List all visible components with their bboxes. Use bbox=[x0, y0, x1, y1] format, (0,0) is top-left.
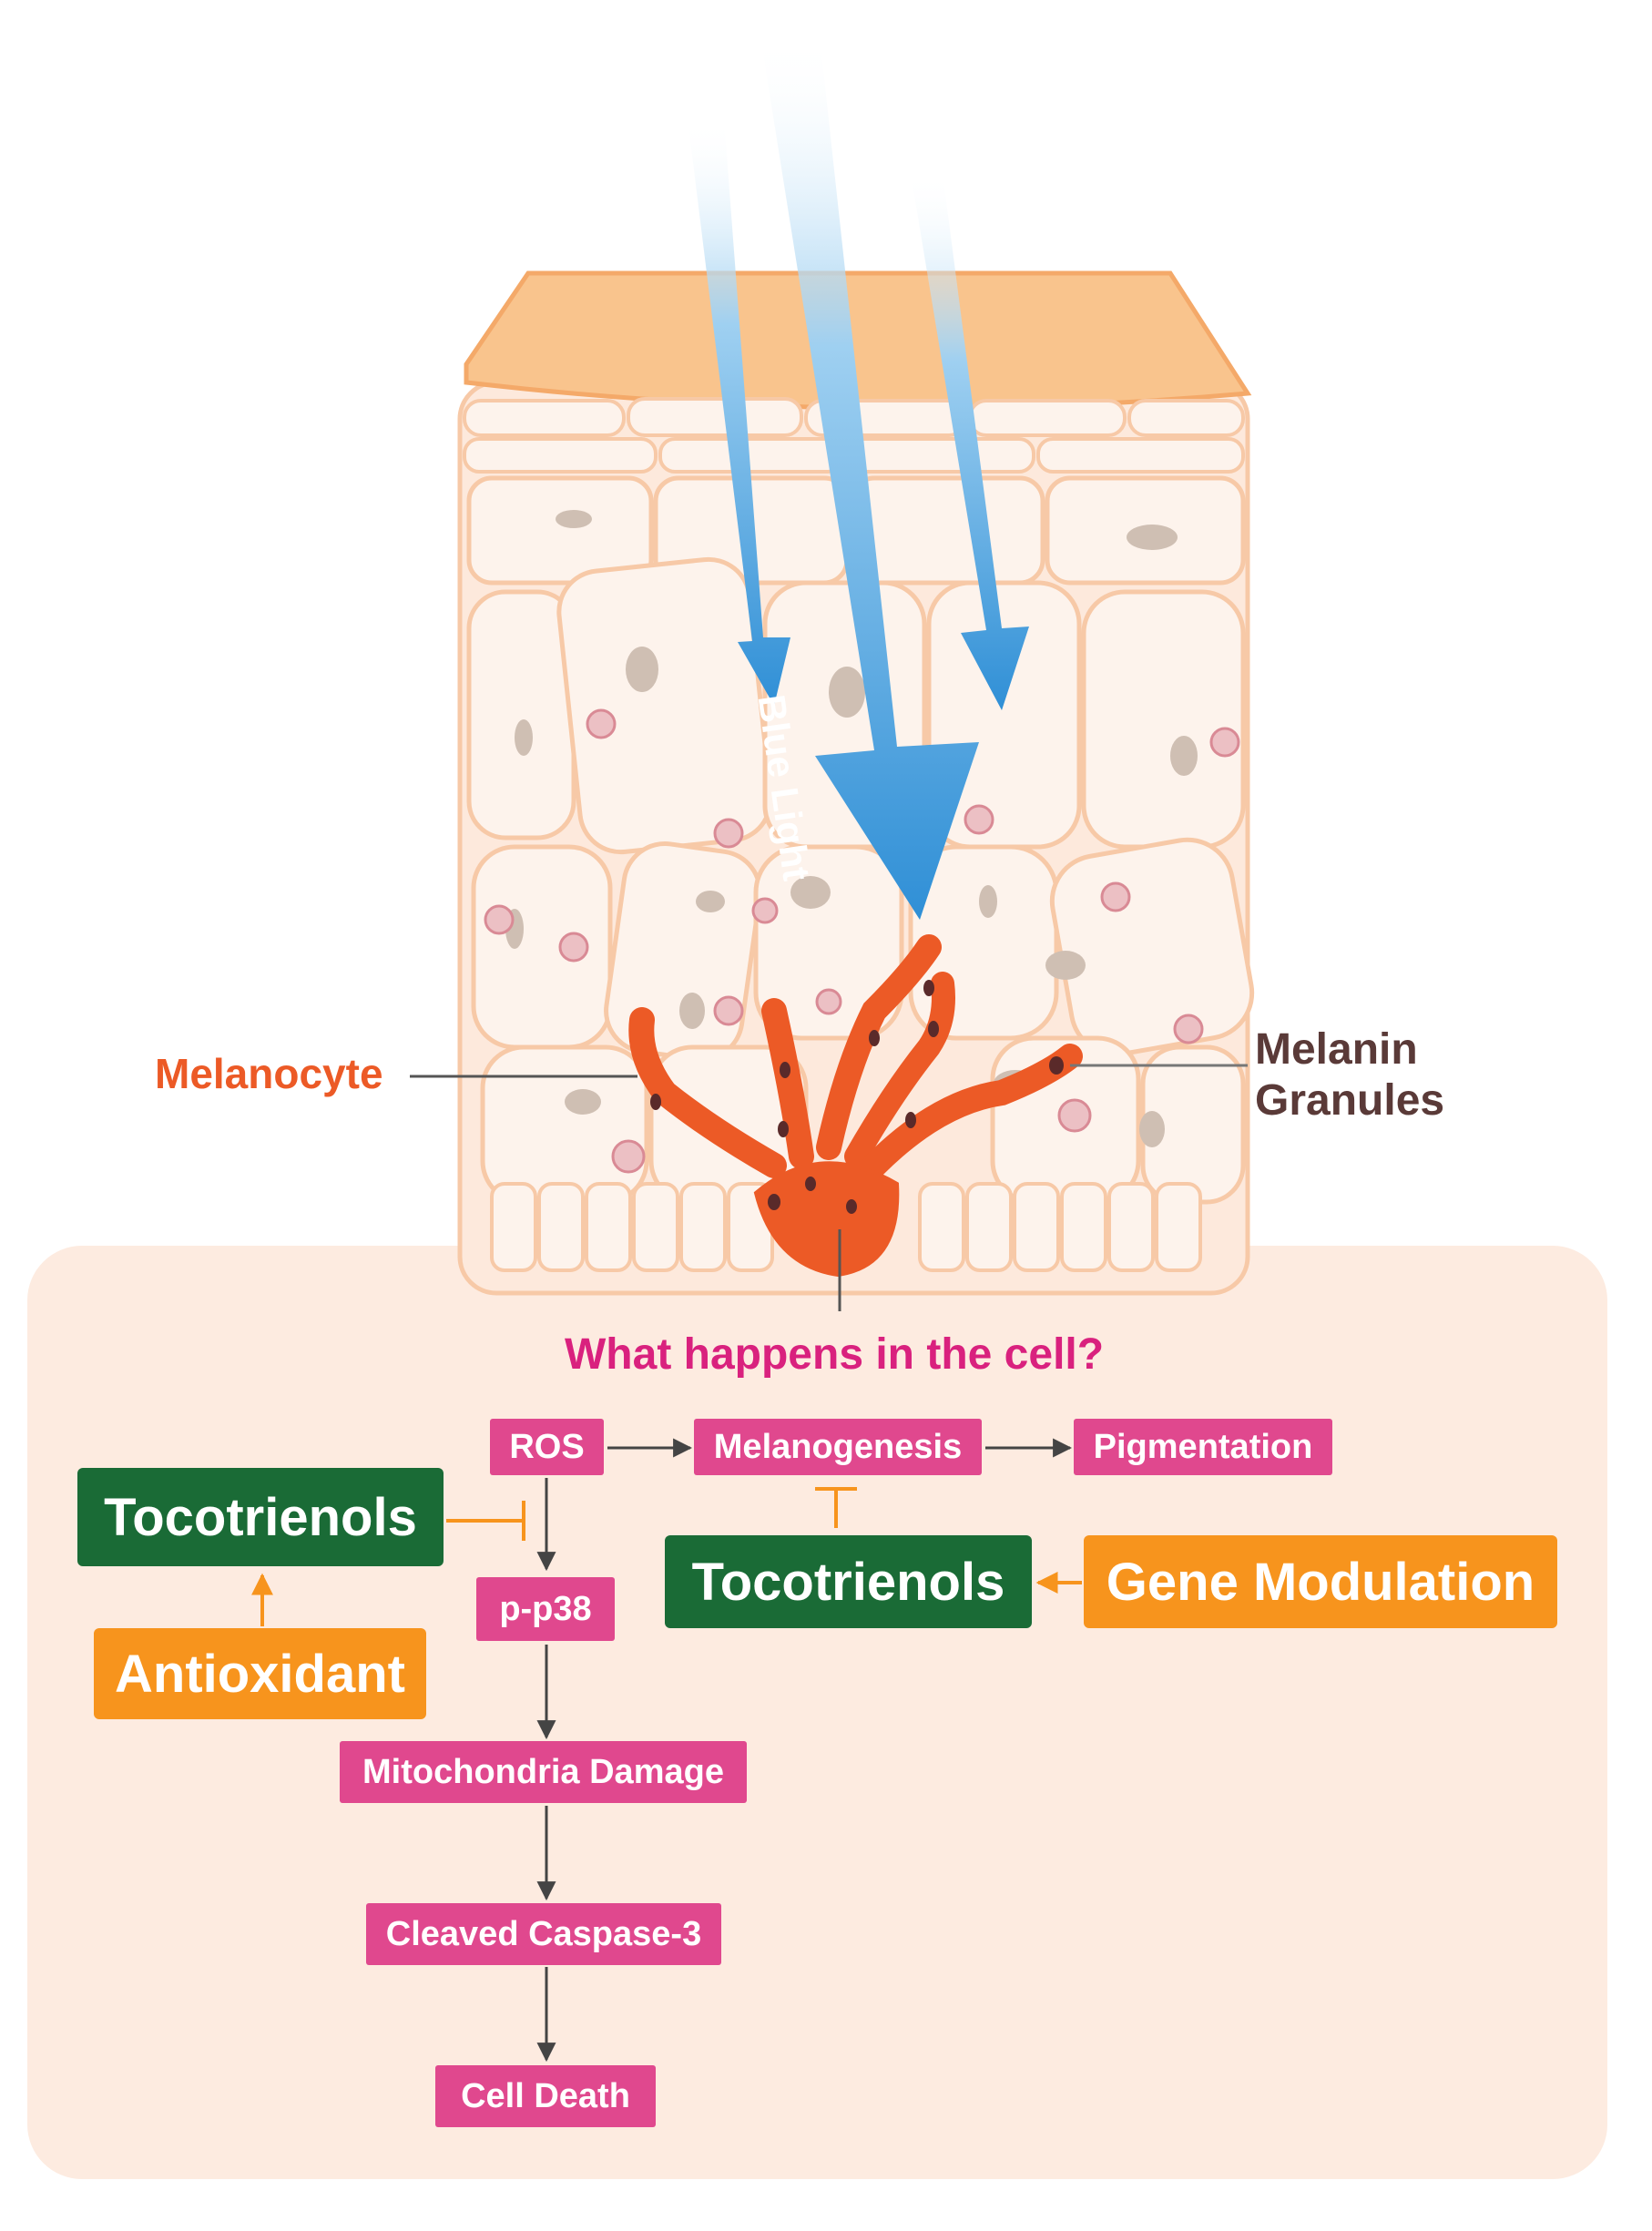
blue-light-arrow-left bbox=[688, 118, 790, 706]
antioxidant-box: Antioxidant bbox=[94, 1628, 426, 1719]
tocotrienols-box-right: Tocotrienols bbox=[665, 1535, 1032, 1628]
melanocyte-cell bbox=[628, 934, 1083, 1278]
blue-light-arrow-main bbox=[760, 36, 979, 920]
cleaved-caspase-3-box: Cleaved Caspase-3 bbox=[366, 1903, 721, 1965]
melanin-label-line-1: Melanin bbox=[1255, 1025, 1418, 1074]
p-p38-box: p-p38 bbox=[476, 1577, 615, 1641]
agent-connectors bbox=[251, 1487, 1082, 1626]
pigmentation-box: Pigmentation bbox=[1074, 1419, 1332, 1475]
gene-modulation-box: Gene Modulation bbox=[1084, 1535, 1557, 1628]
keratinocytes bbox=[466, 475, 1255, 1205]
blue-light-arrows bbox=[688, 36, 1029, 920]
cell-death-box: Cell Death bbox=[435, 2065, 656, 2127]
melanin-granules-label: Melanin Granules bbox=[1255, 1024, 1444, 1126]
melanogenesis-box: Melanogenesis bbox=[694, 1419, 982, 1475]
melanin-granules-dots bbox=[650, 980, 1064, 1214]
mitochondria-damage-box: Mitochondria Damage bbox=[340, 1741, 747, 1803]
basal-cells bbox=[490, 1182, 1202, 1272]
question-heading: What happens in the cell? bbox=[565, 1330, 1105, 1379]
ros-box: ROS bbox=[490, 1419, 604, 1475]
blue-light-arrow-right bbox=[911, 173, 1029, 710]
melanin-label-line-2: Granules bbox=[1255, 1076, 1445, 1125]
pathway-arrows bbox=[536, 1438, 1073, 2063]
melanin-granule-clusters bbox=[484, 708, 1240, 1174]
melanocyte-label: Melanocyte bbox=[155, 1050, 383, 1097]
tocotrienols-box-left: Tocotrienols bbox=[77, 1468, 444, 1566]
